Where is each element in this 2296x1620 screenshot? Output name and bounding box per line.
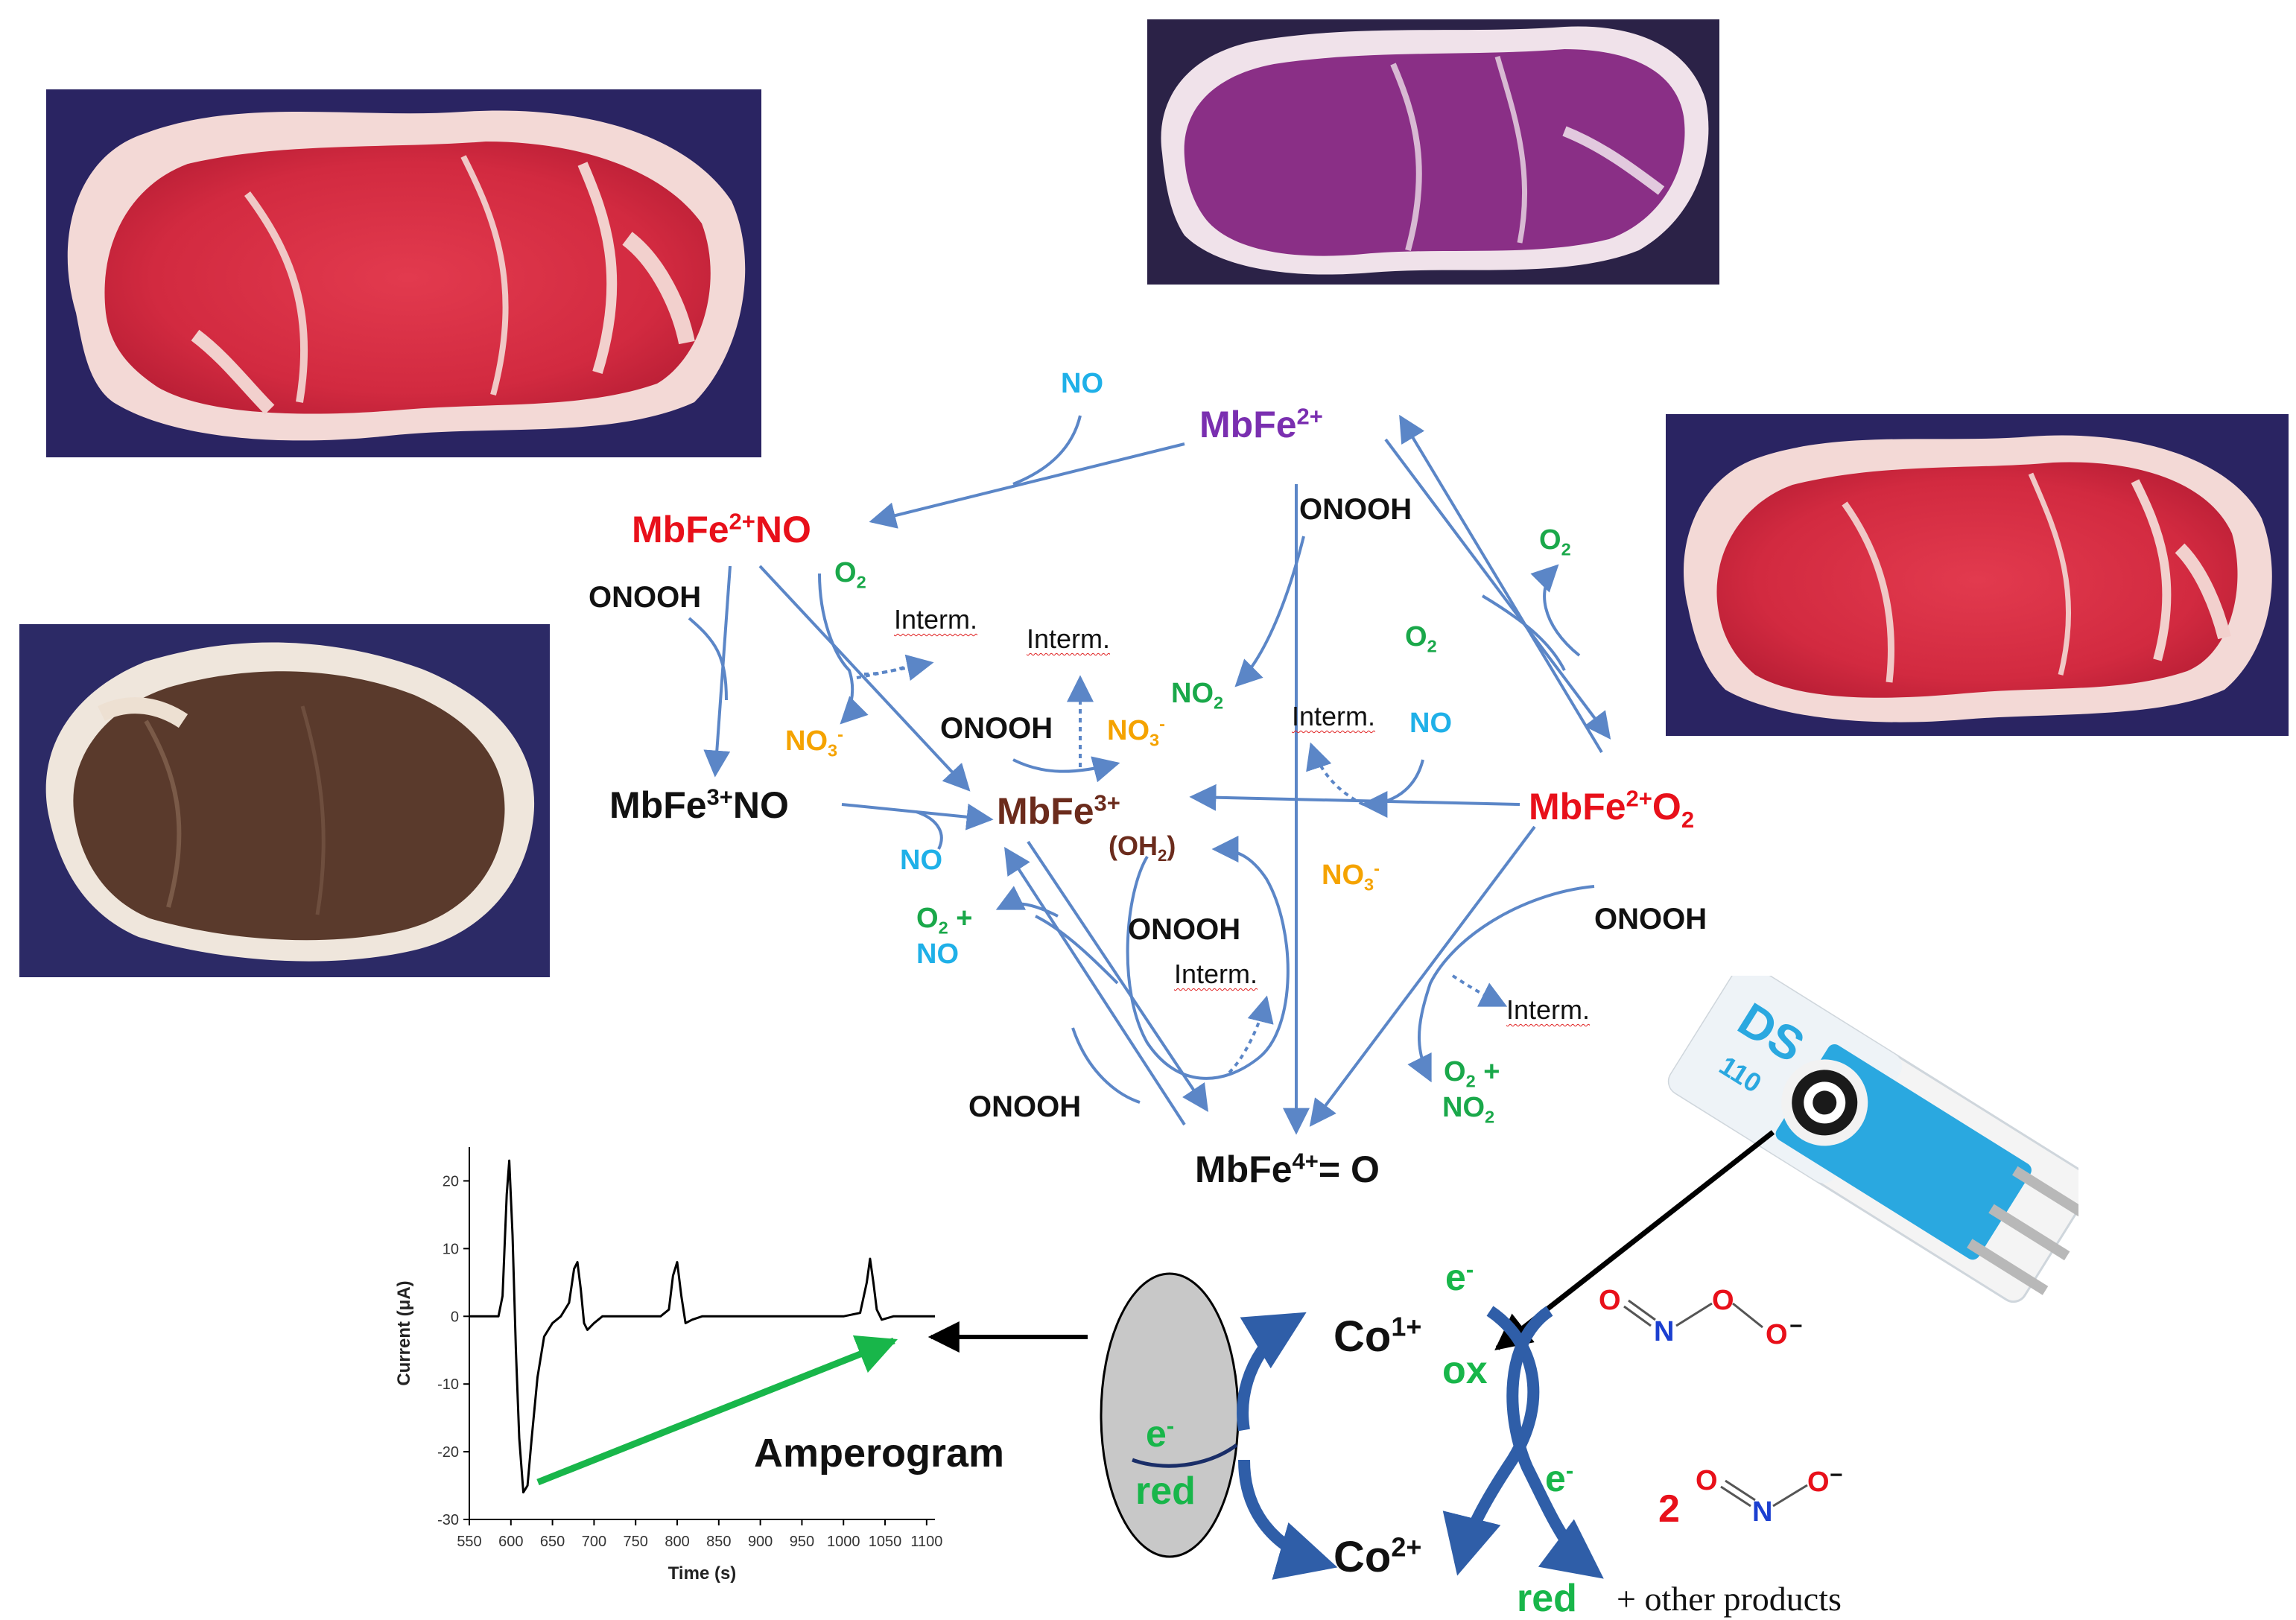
label-red-right: red bbox=[1517, 1577, 1577, 1620]
interm-label-2: Interm. bbox=[1027, 623, 1111, 654]
y-tick-label: 10 bbox=[443, 1241, 459, 1257]
reagent-o2-right-top: O2 bbox=[1539, 524, 1571, 559]
reagent-onooh-right: ONOOH bbox=[1594, 903, 1707, 936]
x-tick-label: 650 bbox=[540, 1534, 565, 1550]
interm-label-4: Interm. bbox=[1174, 959, 1258, 989]
series-line bbox=[469, 1159, 935, 1494]
x-tick-label: 1000 bbox=[827, 1534, 860, 1550]
species-mbfe3-no: MbFe3+NO bbox=[609, 784, 789, 826]
reagent-onooh-lower-center: ONOOH bbox=[1128, 913, 1241, 946]
reagent-no3-center: NO3- bbox=[1107, 714, 1165, 750]
x-axis-label: Time (s) bbox=[668, 1563, 737, 1584]
species-mbfe3: MbFe3+ bbox=[997, 790, 1120, 832]
x-tick-label: 950 bbox=[790, 1534, 814, 1550]
svg-text:N: N bbox=[1654, 1316, 1674, 1347]
x-tick-label: 1100 bbox=[910, 1534, 942, 1550]
y-tick-label: 0 bbox=[451, 1309, 459, 1325]
reagent-no-lower-left-2: NO bbox=[916, 938, 959, 970]
interm-label-1: Interm. bbox=[894, 604, 978, 635]
y-axis-label: Current (μA) bbox=[394, 1280, 414, 1385]
species-mbfe4-oxo: MbFe4+= O bbox=[1195, 1148, 1380, 1190]
photo-oxymyoglobin-steak-right bbox=[1666, 414, 2289, 736]
svg-text:N: N bbox=[1752, 1496, 1772, 1528]
photo-metmyoglobin-steak-left bbox=[19, 624, 550, 977]
species-mbfe2-no: MbFe2+NO bbox=[632, 508, 811, 550]
label-amperogram: Amperogram bbox=[754, 1431, 1005, 1476]
y-tick-label: -30 bbox=[437, 1512, 459, 1528]
svg-text:O: O bbox=[1807, 1467, 1830, 1498]
x-tick-label: 1050 bbox=[869, 1534, 902, 1550]
label-ox: ox bbox=[1442, 1349, 1488, 1392]
peroxynitrite-structure: O N O O − bbox=[1599, 1285, 1803, 1350]
reagent-no2-mid: NO2 bbox=[1171, 678, 1224, 713]
reagent-no2-lower-right: NO2 bbox=[1442, 1092, 1495, 1127]
svg-text:O: O bbox=[1696, 1465, 1718, 1496]
reagent-o2-plus-lower-right: O2 + bbox=[1444, 1056, 1500, 1091]
reagent-o2-plus-lower-left: O2 + bbox=[916, 903, 973, 938]
species-co2: Co2+ bbox=[1333, 1531, 1422, 1581]
svg-text:O: O bbox=[1712, 1285, 1734, 1316]
y-tick-label: -20 bbox=[437, 1444, 459, 1461]
svg-text:−: − bbox=[1830, 1463, 1843, 1487]
label-red-left: red bbox=[1135, 1470, 1196, 1513]
reagent-onooh-center: ONOOH bbox=[940, 712, 1053, 745]
reagent-no3-right: NO3- bbox=[1322, 858, 1380, 895]
interm-label-5: Interm. bbox=[1506, 994, 1591, 1025]
reagent-o2-right-mid: O2 bbox=[1405, 621, 1437, 656]
electron-right: e- bbox=[1545, 1457, 1574, 1499]
sensor-strip-ds110: DS 110 bbox=[1667, 976, 2078, 1303]
photo-deoxymyoglobin-steak-top-center bbox=[1147, 19, 1719, 285]
y-tick-label: -10 bbox=[437, 1376, 459, 1393]
label-other-products: + other products bbox=[1617, 1580, 1842, 1618]
species-mbfe2: MbFe2+ bbox=[1199, 403, 1323, 445]
species-mbfe2-o2: MbFe2+O2 bbox=[1529, 785, 1695, 833]
x-tick-label: 550 bbox=[457, 1534, 481, 1550]
species-co1: Co1+ bbox=[1333, 1311, 1422, 1361]
electron-ox: e- bbox=[1445, 1256, 1474, 1298]
reagent-no-lower-left: NO bbox=[900, 845, 942, 876]
electron-left: e- bbox=[1146, 1412, 1175, 1455]
amperogram-chart: 550 600 650 700 750 800 850 900 950 1000 1050 1100 2… bbox=[372, 1140, 942, 1586]
svg-text:O: O bbox=[1599, 1285, 1621, 1316]
interm-label-3: Interm. bbox=[1292, 701, 1376, 731]
x-tick-label: 850 bbox=[706, 1534, 731, 1550]
svg-text:−: − bbox=[1789, 1314, 1803, 1338]
reagent-no-top: NO bbox=[1061, 368, 1103, 399]
x-tick-label: 900 bbox=[748, 1534, 773, 1550]
reagent-o2-left: O2 bbox=[834, 557, 866, 592]
reagent-no-right: NO bbox=[1409, 708, 1452, 739]
reagent-no3-left: NO3- bbox=[785, 724, 843, 760]
photo-oxymyoglobin-steak-top-left bbox=[46, 89, 761, 457]
reagent-onooh-bottom-left: ONOOH bbox=[968, 1090, 1082, 1123]
y-tick-label: 20 bbox=[443, 1173, 459, 1189]
x-tick-label: 700 bbox=[582, 1534, 606, 1550]
nitrite-structure: O N O − bbox=[1696, 1463, 1843, 1528]
x-tick-label: 750 bbox=[624, 1534, 648, 1550]
reagent-onooh-top: ONOOH bbox=[1299, 493, 1412, 526]
species-mbfe3-ligand: (OH2) bbox=[1109, 830, 1176, 865]
svg-text:O: O bbox=[1766, 1319, 1788, 1350]
x-tick-label: 600 bbox=[498, 1534, 523, 1550]
x-tick-label: 800 bbox=[665, 1534, 689, 1550]
stoich-two: 2 bbox=[1658, 1487, 1680, 1531]
reagent-onooh-left: ONOOH bbox=[589, 581, 702, 614]
